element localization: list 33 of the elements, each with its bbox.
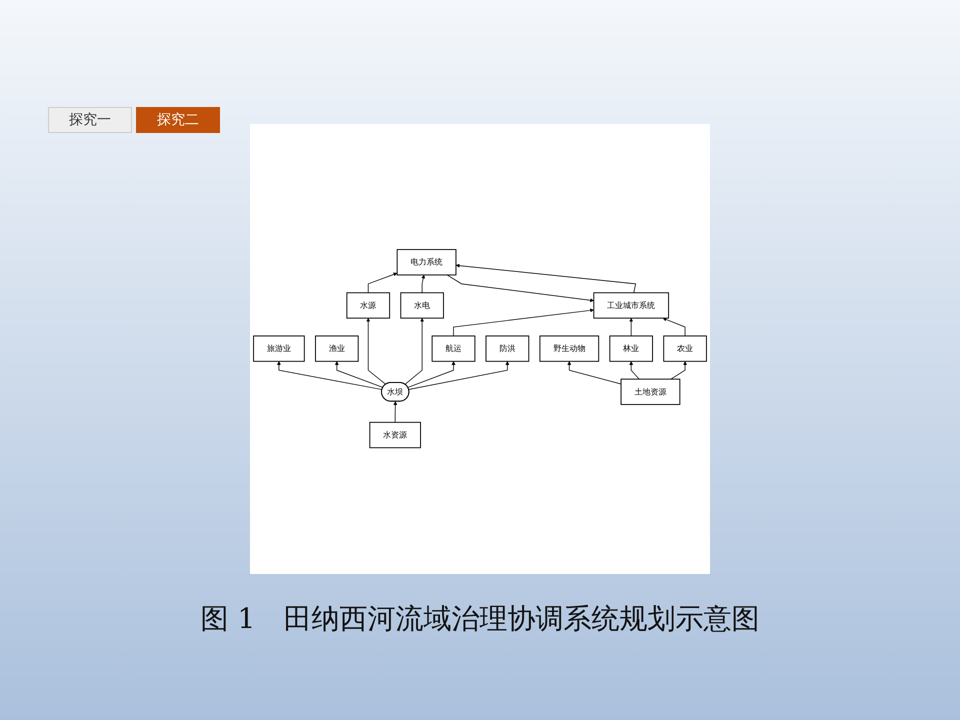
- node-box: 土地资源: [620, 379, 680, 406]
- tab: 探究二: [136, 107, 220, 133]
- node-box: 水电: [400, 292, 444, 319]
- node-box: 工业城市系统: [593, 292, 670, 319]
- node-box: 防洪: [486, 336, 530, 362]
- arrow: [670, 362, 688, 380]
- arrow: [277, 362, 382, 390]
- node-box: 水源: [346, 292, 390, 319]
- arrow: [368, 272, 398, 294]
- node-box: 旅游业: [253, 336, 305, 362]
- figure-caption: 图 1 田纳西河流域治理协调系统规划示意图: [200, 601, 760, 637]
- arrow: [408, 362, 456, 388]
- node-box: 水资源: [369, 422, 421, 449]
- arrow: [334, 362, 384, 388]
- node-box: 野生动物: [539, 336, 600, 362]
- node-box: 航运: [432, 336, 476, 362]
- node-box: 电力系统: [396, 249, 456, 276]
- arrow: [393, 402, 398, 424]
- arrow: [453, 308, 594, 337]
- arrow: [567, 362, 622, 385]
- arrow: [629, 318, 634, 337]
- tab: 探究一: [48, 107, 132, 133]
- arrow: [404, 318, 424, 386]
- arrow: [456, 264, 636, 294]
- node-box: 农业: [663, 336, 707, 362]
- arrow: [629, 362, 640, 380]
- arrow: [421, 275, 426, 294]
- node-box: 渔业: [315, 336, 359, 362]
- arrow: [408, 362, 510, 390]
- arrow: [366, 318, 386, 386]
- node-box: 林业: [609, 336, 653, 362]
- arrow: [662, 318, 686, 337]
- arrow: [446, 274, 594, 303]
